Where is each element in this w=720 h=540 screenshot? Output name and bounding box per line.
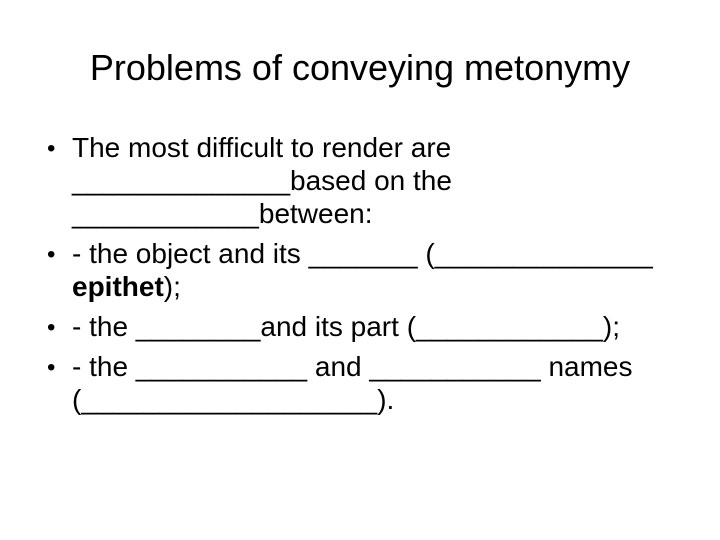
text-run: ______________based on the bbox=[72, 165, 452, 196]
slide-title: Problems of conveying metonymy bbox=[89, 47, 631, 88]
text-run: (___________________). bbox=[72, 384, 395, 415]
list-item: •The most difficult to render are_______… bbox=[47, 131, 696, 230]
bullet-icon: • bbox=[47, 241, 56, 268]
bullet-icon: • bbox=[47, 314, 56, 341]
text-run: epithet bbox=[72, 271, 164, 302]
text-run: ____________between: bbox=[72, 198, 373, 229]
bullet-icon: • bbox=[47, 354, 56, 381]
text-run: - the ___________ and ___________ names bbox=[72, 351, 633, 382]
text-run: The most difficult to render are bbox=[72, 132, 452, 163]
text-run: - the ________and its part (____________… bbox=[72, 311, 620, 342]
list-item: • - the ________and its part (___________… bbox=[47, 310, 696, 343]
text-run: - the object and its _______ (__________… bbox=[72, 238, 653, 269]
list-item: • - the object and its _______ (_________… bbox=[47, 237, 696, 303]
bullet-icon: • bbox=[47, 135, 56, 162]
bullet-list: •The most difficult to render are_______… bbox=[0, 131, 720, 416]
list-item: • - the ___________ and ___________ names… bbox=[47, 350, 696, 416]
text-run: ); bbox=[163, 271, 181, 302]
